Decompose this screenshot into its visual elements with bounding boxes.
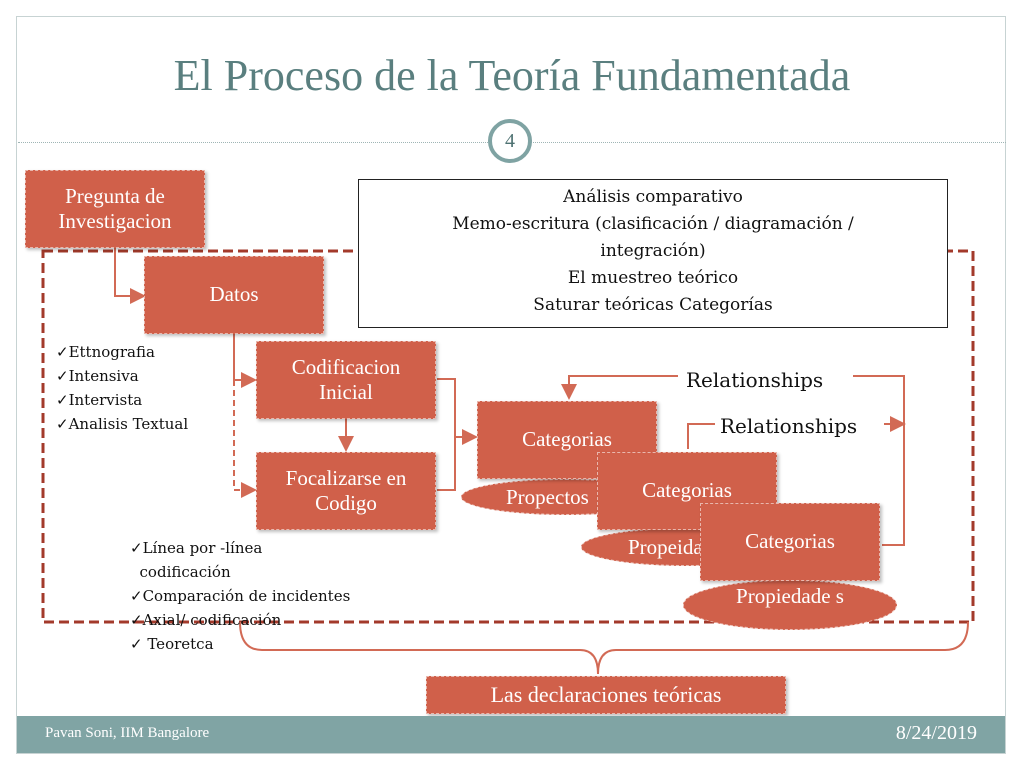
footer-author: Pavan Soni, IIM Bangalore	[45, 725, 210, 741]
footer-date: 8/24/2019	[895, 722, 977, 744]
oval-propiedades-3: Propiedade s	[683, 580, 897, 630]
box-declaraciones-teoricas: Las declaraciones teóricas	[426, 676, 786, 714]
list-item: Analisis Textual	[56, 412, 189, 436]
box-focalizarse-codigo: Focalizarse en Codigo	[256, 452, 436, 530]
data-methods-list: Ettnografia Intensiva Intervista Analisi…	[56, 340, 189, 436]
box-datos: Datos	[144, 256, 324, 334]
connector-coding-categorias	[437, 378, 476, 491]
list-item: Intervista	[56, 388, 188, 412]
list-item: codificación	[130, 563, 231, 581]
list-item: Intensiva	[56, 364, 188, 388]
method-line: integración)	[600, 241, 706, 261]
method-line: Memo-escritura (clasificación / diagrama…	[452, 214, 854, 234]
slide-frame	[16, 16, 1006, 754]
list-item: Comparación de incidentes	[130, 584, 351, 608]
connector-datos-codificacion	[233, 334, 257, 388]
connector-datos-focalizarse	[233, 380, 257, 498]
footer-bar: Pavan Soni, IIM Bangalore 8/24/2019	[17, 716, 1005, 753]
box-pregunta-investigacion: Pregunta de Investigacion	[25, 170, 205, 248]
methods-box: Análisis comparativo Memo-escritura (cla…	[358, 179, 948, 328]
list-item: Axial/ codificación	[130, 608, 350, 632]
list-item: Línea por -línea	[130, 536, 350, 560]
method-line: Saturar teóricas Categorías	[533, 295, 773, 315]
method-line: El muestreo teórico	[567, 268, 739, 288]
oval-label: Propiedade s	[736, 584, 844, 608]
coding-methods-list: Línea por -línea codificación Comparació…	[130, 536, 351, 656]
slide-title: El Proceso de la Teoría Fundamentada	[173, 51, 851, 100]
method-line: Análisis comparativo	[563, 187, 743, 207]
list-item: Teoretca	[130, 632, 350, 656]
list-item: Ettnografia	[56, 340, 188, 364]
slide-number-badge: 4	[488, 119, 532, 163]
box-codificacion-inicial: Codificacion Inicial	[256, 341, 436, 419]
connector-relationships-2	[687, 424, 904, 449]
oval-label: Propectos	[506, 485, 589, 509]
relationships-label-2: Relationships	[720, 414, 858, 438]
relationships-label-1: Relationships	[686, 368, 824, 392]
connector-relationships-1	[569, 375, 905, 546]
box-categorias-3: Categorias	[700, 503, 880, 581]
connector-pregunta-datos	[114, 248, 146, 304]
